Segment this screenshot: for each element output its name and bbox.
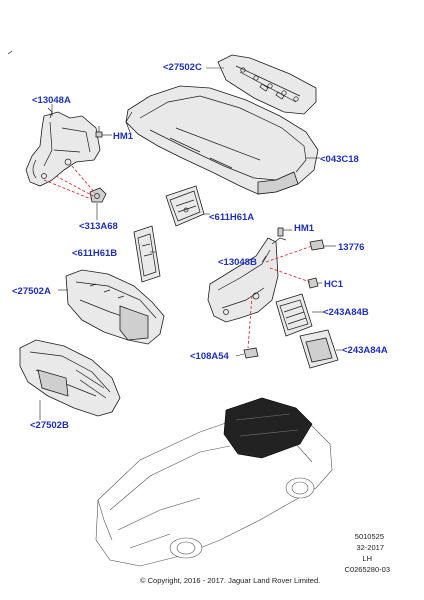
part-243a84b-grille[interactable] [275,293,313,337]
callout-243a84b[interactable]: <243A84B [323,307,369,318]
footer-side: LH [362,554,372,563]
part-27502a-enclosure[interactable] [65,269,165,345]
part-hm1-screw-left[interactable] [95,126,103,138]
callout-hm1-left[interactable]: HM1 [113,131,134,142]
callout-611h61b[interactable]: <611H61B [72,248,117,259]
callout-611h61a[interactable]: <611H61A [209,212,254,223]
red-leader-lines-right [247,245,313,349]
part-13776-clip[interactable] [309,239,325,251]
callout-hc1[interactable]: HC1 [324,279,344,290]
part-13048b-bracket[interactable] [207,237,287,323]
part-313a68-clip[interactable] [89,187,107,203]
callout-243a84a[interactable]: <243A84A [342,345,388,356]
callout-27502c[interactable]: <27502C [163,62,202,73]
footer-date-code: 32-2017 [356,543,384,552]
red-leader-lines [43,165,96,200]
part-043c18-rear-trim-panel[interactable] [125,85,319,195]
part-108a54-connector[interactable] [243,347,259,359]
callout-13776[interactable]: 13776 [338,242,364,253]
callout-108a54[interactable]: <108A54 [190,351,230,362]
footer-ref-number: 5010525 [355,532,384,541]
part-243a84a-speaker[interactable] [299,329,339,369]
callout-hm1-right[interactable]: HM1 [294,223,315,234]
callout-13048b[interactable]: <13048B [218,257,257,268]
callout-27502b[interactable]: <27502B [30,420,69,431]
part-hc1-nut[interactable] [307,277,319,289]
corner-mark [7,50,13,55]
vehicle-illustration [95,397,333,567]
callout-27502a[interactable]: <27502A [12,286,51,297]
footer-copyright: © Copyright, 2016 - 2017. Jaguar Land Ro… [140,576,320,585]
callout-13048a[interactable]: <13048A [32,95,71,106]
part-27502b-enclosure[interactable] [19,339,121,417]
callout-043c18[interactable]: <043C18 [320,154,359,165]
footer-drawing-code: C0265280-03 [345,565,390,574]
vehicle-highlight-area [223,397,313,459]
part-27502c-shelf-panel[interactable] [217,54,317,115]
part-hm1-screw-right[interactable] [277,227,284,237]
part-611h61b-module[interactable] [133,225,161,283]
callout-313a68[interactable]: <313A68 [79,221,118,232]
part-611h61a-module[interactable] [165,185,205,227]
part-13048a-bracket[interactable] [25,107,101,187]
